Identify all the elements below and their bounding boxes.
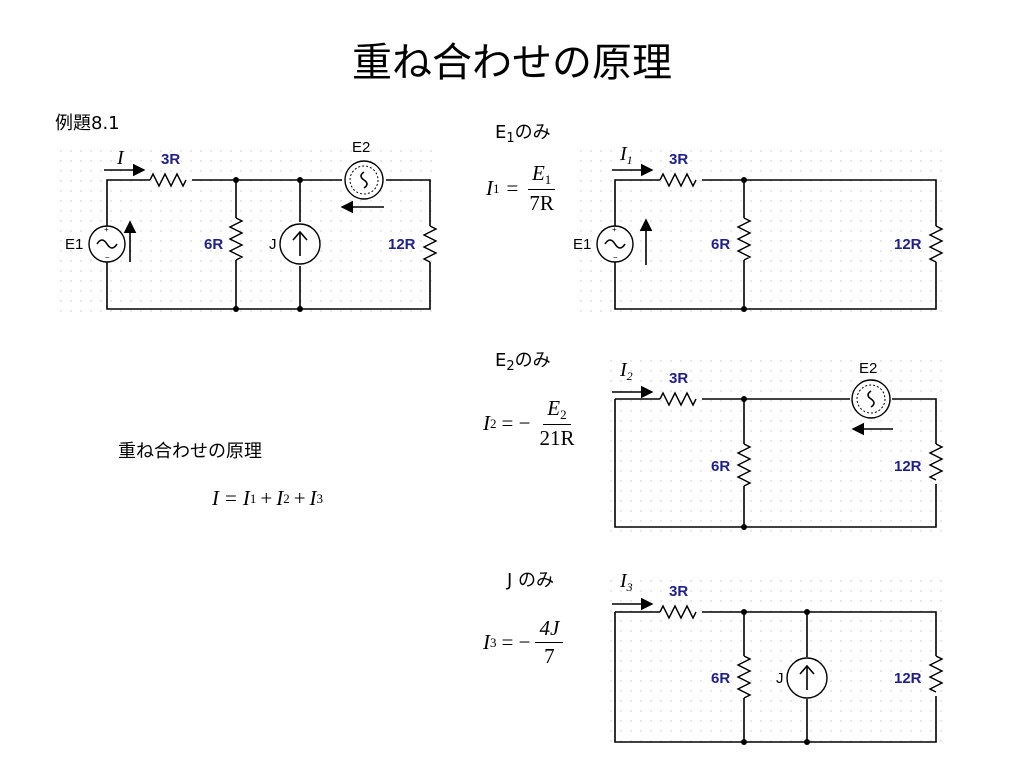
case1-heading-suffix: のみ	[514, 122, 551, 143]
case1-eq-sign: =	[506, 176, 519, 201]
case2-label-3r: 3R	[669, 370, 688, 387]
svg-text:+: +	[612, 225, 617, 234]
case1-label-3r: 3R	[669, 151, 688, 168]
case1-eq-lhs: I	[486, 176, 493, 201]
case2-label-12r: 12R	[894, 458, 922, 475]
case1-label-6r: 6R	[711, 236, 730, 253]
eq-term-1-sub: 1	[249, 490, 257, 506]
main-label-3r: 3R	[161, 151, 180, 168]
main-current-label: I	[116, 147, 125, 169]
eq-term-2-sub: 2	[283, 490, 290, 506]
case2-circuit: I2 3R 6R 12R E2	[612, 359, 944, 530]
case3-resistor-6r	[736, 655, 752, 699]
case2-fraction: E2 21R	[535, 396, 578, 451]
case3-eq-sign: = −	[501, 630, 531, 655]
eq-sign: =	[225, 486, 237, 510]
case1-label-12r: 12R	[894, 236, 922, 253]
case3-resistor-3r	[659, 604, 697, 620]
case2-num: E	[547, 396, 561, 420]
eq-plus-1: +	[260, 486, 273, 510]
example-label: 例題8.1	[55, 113, 120, 134]
case1-den: 7R	[529, 191, 554, 216]
case3-circuit: I3 3R 6R 12R J	[612, 570, 944, 745]
case1-grid	[574, 142, 942, 312]
case3-eq-lhs: I	[483, 630, 490, 655]
case3-label-6r: 6R	[711, 670, 730, 687]
case3-den: 7	[544, 644, 555, 669]
main-label-e2: E2	[352, 139, 370, 156]
case3-label-3r: 3R	[669, 583, 688, 600]
case1-current-label: I1	[619, 143, 633, 167]
svg-text:−: −	[105, 253, 110, 262]
svg-text:−: −	[613, 253, 618, 262]
case1-num-sub: 1	[544, 172, 552, 187]
case1-heading-sub: 1	[506, 131, 515, 146]
main-resistor-12r	[422, 225, 438, 263]
case2-current-label: I2	[619, 359, 633, 383]
case1-eq-lhs-sub: 1	[493, 180, 500, 196]
case3-current-label: I3	[619, 570, 633, 594]
main-label-12r: 12R	[388, 236, 416, 253]
case3-eq-lhs-sub: 3	[490, 634, 497, 650]
case2-resistor-3r	[659, 391, 697, 407]
case3-label-j: J	[776, 670, 784, 687]
case1-resistor-3r	[659, 172, 697, 188]
case2-resistor-12r	[928, 443, 944, 481]
eq-term-3-sub: 3	[316, 490, 324, 506]
case2-eq-sign: = −	[501, 411, 531, 436]
main-resistor-6r	[228, 217, 244, 261]
eq-term-2: I	[276, 486, 284, 510]
page-title: 重ね合わせの原理	[352, 40, 672, 86]
case2-grid	[608, 360, 942, 532]
case3-num: 4J	[535, 616, 564, 644]
case3-label-12r: 12R	[894, 670, 922, 687]
case3-fraction: 4J 7	[535, 616, 564, 669]
case2-eq-lhs: I	[483, 411, 490, 436]
eq-term-1: I	[242, 486, 250, 510]
case2-heading-suffix: のみ	[514, 350, 551, 371]
case2-den: 21R	[539, 426, 575, 451]
case3-resistor-12r	[928, 655, 944, 693]
case2-label-6r: 6R	[711, 458, 730, 475]
case3-heading: J のみ	[507, 570, 555, 591]
main-circuit: + − I 3R 6R 12R E1 E2 J	[65, 139, 438, 312]
case1-fraction: E1 7R	[525, 161, 558, 216]
case2-heading-main: E	[495, 350, 507, 371]
case1-resistor-6r	[736, 217, 752, 261]
case1-circuit: + − I1 3R 6R 12R E1	[573, 143, 944, 312]
case1-num: E	[531, 161, 545, 185]
principle-label: 重ね合わせの原理	[118, 441, 262, 462]
case1-label-e1: E1	[573, 236, 591, 253]
case2-resistor-6r	[736, 443, 752, 487]
case2-label-e2: E2	[859, 360, 877, 377]
case1-heading-main: E	[495, 122, 507, 143]
case3-grid	[608, 578, 942, 746]
case2-heading-sub: 2	[506, 359, 515, 374]
case2-eq-lhs-sub: 2	[490, 415, 497, 431]
eq-plus-2: +	[293, 486, 306, 510]
case1-heading: E1のみ	[495, 118, 551, 146]
case2-num-sub: 2	[560, 407, 567, 422]
eq-term-3: I	[309, 486, 317, 510]
main-resistor-3r	[149, 172, 187, 188]
case1-resistor-12r	[928, 225, 944, 263]
svg-text:+: +	[104, 225, 109, 234]
main-label-e1: E1	[65, 236, 83, 253]
main-label-6r: 6R	[204, 236, 223, 253]
case2-heading: E2のみ	[495, 346, 551, 374]
eq-lhs: I	[212, 486, 219, 510]
main-label-j: J	[269, 236, 277, 253]
